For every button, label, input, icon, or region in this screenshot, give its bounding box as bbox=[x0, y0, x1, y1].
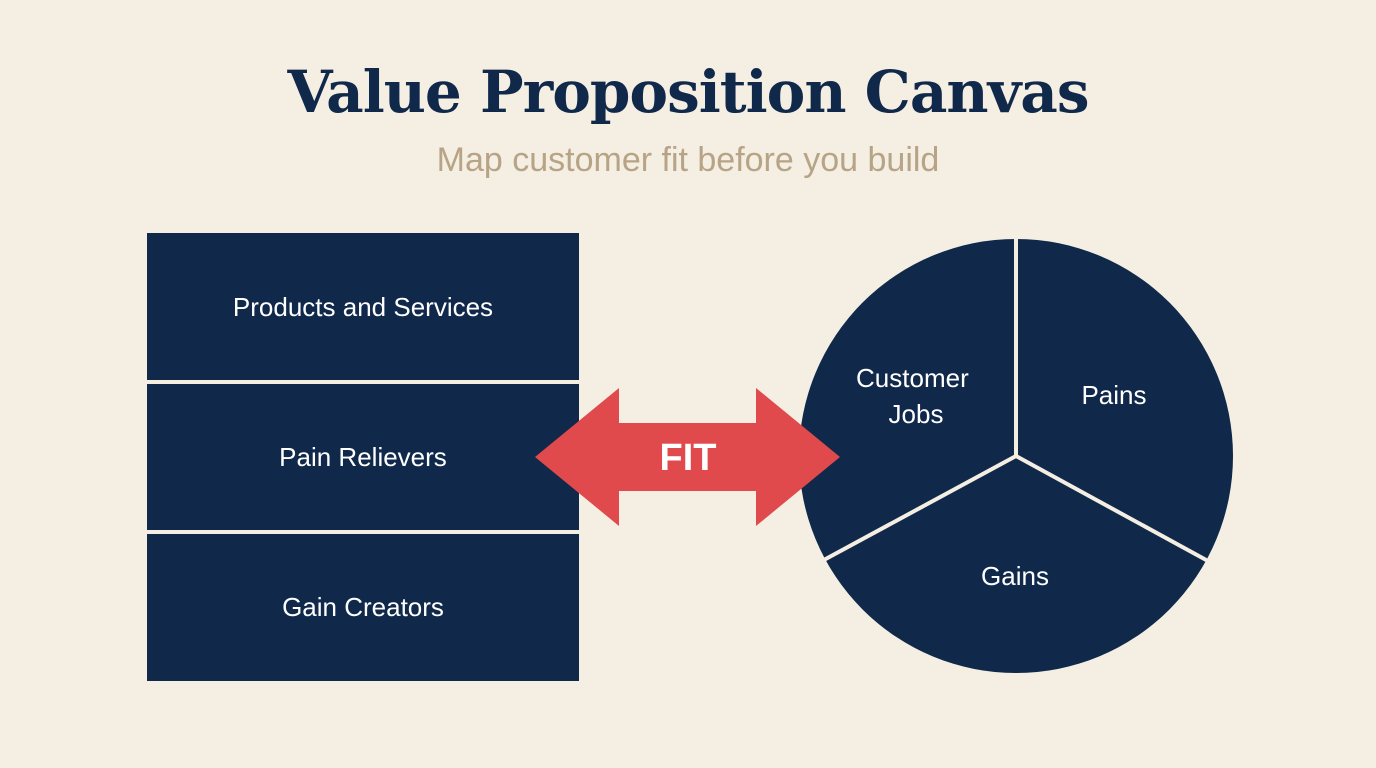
page-title: Value Proposition Canvas bbox=[287, 58, 1089, 126]
fit-label: FIT bbox=[660, 437, 717, 479]
fit-arrow: FIT bbox=[535, 388, 840, 526]
segment-label-customer-jobs: Customer Jobs bbox=[856, 363, 976, 429]
segment-divider-left bbox=[821, 454, 1017, 563]
value-map-label-gain-creators: Gain Creators bbox=[282, 592, 444, 622]
page-subtitle: Map customer fit before you build bbox=[436, 141, 940, 179]
customer-profile: Customer Jobs Pains Gains bbox=[799, 236, 1233, 673]
value-map-box-gain-creators bbox=[147, 534, 579, 681]
value-map-label-products-services: Products and Services bbox=[233, 292, 493, 322]
fit-arrow-shape bbox=[535, 388, 840, 526]
segment-label-customer-jobs-line-1: Customer bbox=[856, 363, 969, 393]
value-map-box-pain-relievers bbox=[147, 384, 579, 530]
segment-label-pains: Pains bbox=[1081, 380, 1146, 410]
value-map-label-pain-relievers: Pain Relievers bbox=[279, 442, 447, 472]
segment-label-customer-jobs-line-2: Jobs bbox=[889, 399, 944, 429]
segment-divider-right bbox=[1015, 454, 1209, 563]
value-map: Products and Services Pain Relievers Gai… bbox=[147, 233, 579, 681]
segment-label-gains: Gains bbox=[981, 561, 1049, 591]
value-map-box-products-services bbox=[147, 233, 579, 380]
